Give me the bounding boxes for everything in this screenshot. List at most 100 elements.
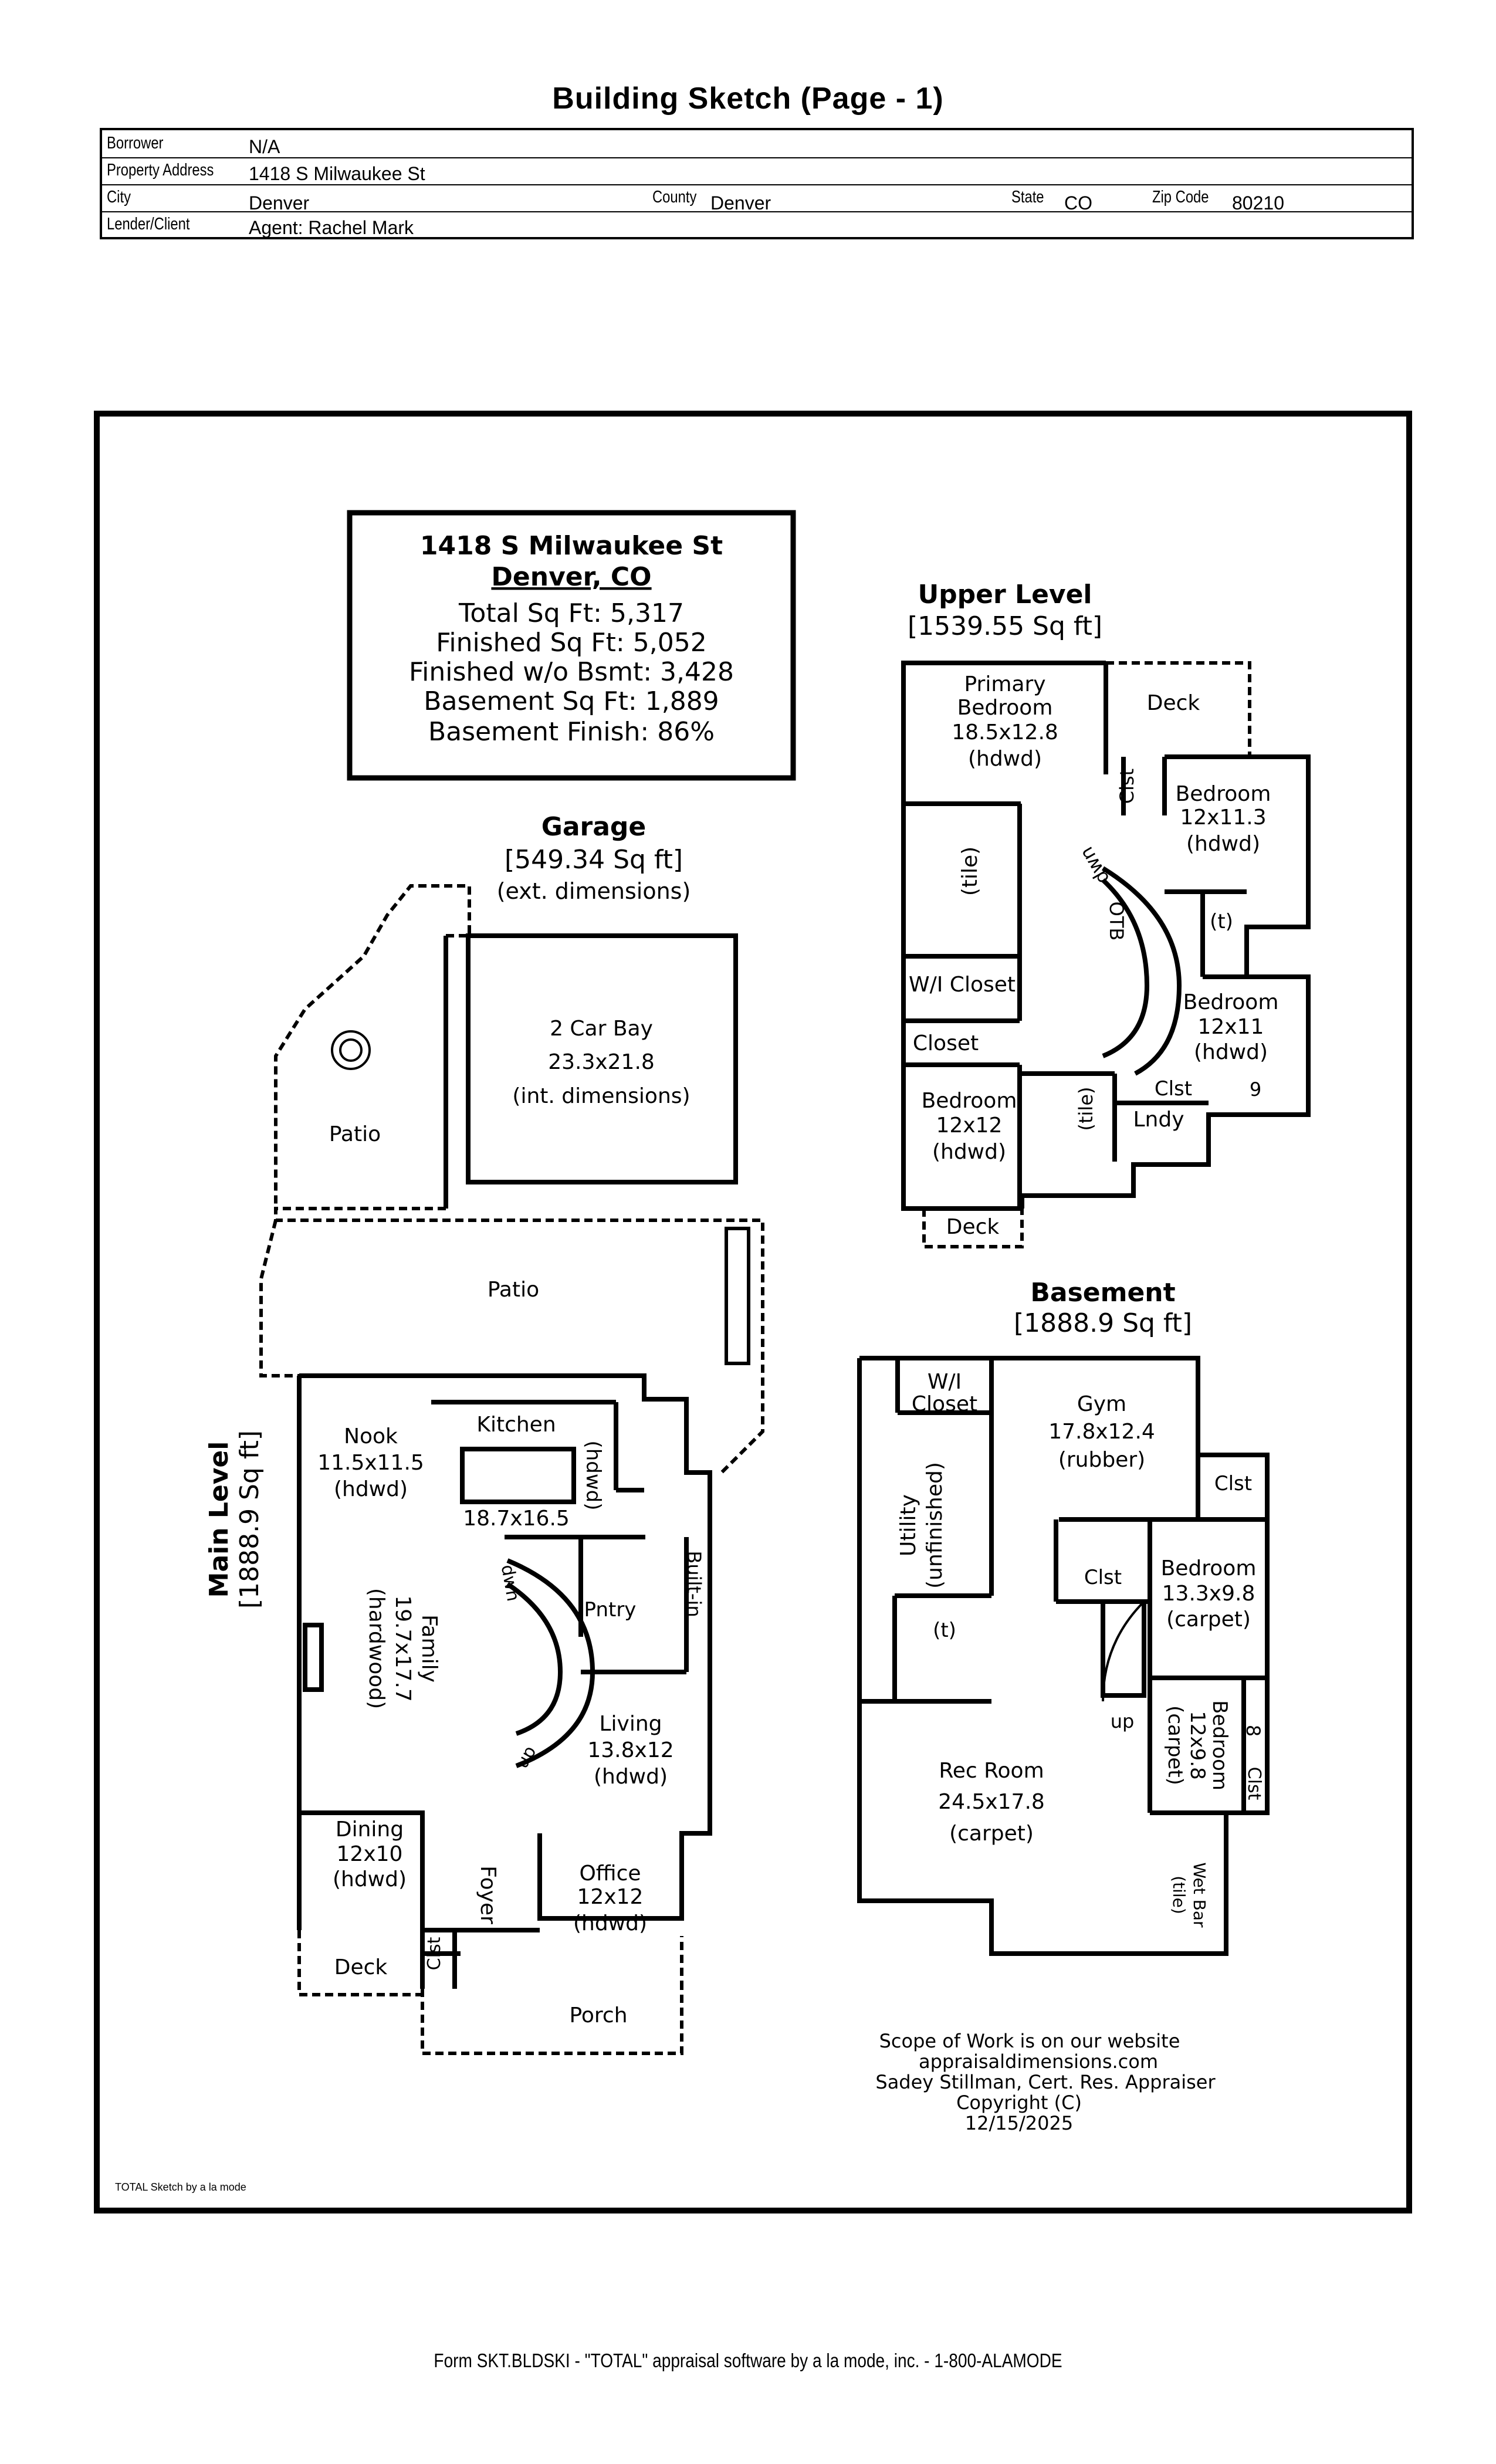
room-wi-closet-upper: W/I Closet	[909, 973, 1016, 997]
floor-plan-drawing: 1418 S Milwaukee St Denver, CO Total Sq …	[204, 510, 1311, 2134]
borrower-label: Borrower	[107, 134, 164, 153]
room-bedroom-u3-3: (hdwd)	[932, 1140, 1006, 1164]
room-office-2: 12x12	[577, 1885, 644, 1909]
room-tile-u2: (tile)	[1075, 1087, 1097, 1131]
summary-basement: Basement Sq Ft: 1,889	[424, 686, 719, 716]
dim-nine: 9	[1250, 1078, 1261, 1101]
garage-title: Garage	[541, 812, 647, 842]
city-value: Denver	[249, 192, 310, 214]
room-clst-b1: Clst	[1214, 1472, 1252, 1495]
room-family-2: 19.7x17.7	[391, 1595, 415, 1702]
room-kitchen-hdwd: (hdwd)	[581, 1440, 605, 1510]
row-borrower: Borrower N/A	[102, 130, 1412, 158]
upper-deck-dashed	[922, 661, 1251, 1248]
room-utility-2: (unfinished)	[923, 1462, 947, 1589]
room-porch: Porch	[569, 2003, 627, 2028]
main-level-title: Main Level	[204, 1441, 234, 1598]
zip-value: 80210	[1232, 192, 1284, 214]
room-car-bay-2: 23.3x21.8	[548, 1050, 655, 1074]
row-city: City Denver County Denver State CO Zip C…	[102, 184, 1412, 214]
room-bedroom-b2-2: 12x9.8	[1186, 1711, 1209, 1779]
scope-line-3: Sadey Stillman, Cert. Res. Appraiser	[875, 2071, 1216, 2093]
room-nook-3: (hdwd)	[334, 1477, 408, 1501]
room-wi-closet-b-2: Closet	[912, 1392, 977, 1416]
room-patio-1: Patio	[329, 1122, 381, 1146]
room-pntry: Pntry	[584, 1598, 637, 1622]
city-label: City	[107, 188, 131, 207]
row-address: Property Address 1418 S Milwaukee St	[102, 157, 1412, 185]
room-kitchen-2: 18.7x16.5	[463, 1507, 570, 1531]
room-rec-1: Rec Room	[939, 1759, 1044, 1783]
room-bedroom-u2-1: Bedroom	[1183, 990, 1279, 1014]
zip-label: Zip Code	[1152, 188, 1209, 207]
page-title: Building Sketch (Page - 1)	[552, 82, 944, 116]
room-primary-4: (hdwd)	[968, 747, 1042, 771]
room-lndy: Lndy	[1133, 1108, 1184, 1132]
state-label: State	[1011, 188, 1044, 207]
room-bedroom-b2-3: (carpet)	[1163, 1705, 1187, 1785]
room-wet-bar-1: Wet Bar	[1190, 1862, 1209, 1928]
room-living-3: (hdwd)	[594, 1765, 668, 1789]
upper-level-plan	[901, 661, 1311, 1211]
label-otb: OTB	[1105, 902, 1128, 941]
room-bedroom-u2-2: 12x11	[1198, 1015, 1264, 1039]
room-rec-3: (carpet)	[949, 1822, 1034, 1846]
upper-level-area: [1539.55 Sq ft]	[908, 611, 1102, 641]
summary-finished-wo: Finished w/o Bsmt: 3,428	[409, 657, 734, 687]
basement-area: [1888.9 Sq ft]	[1014, 1308, 1192, 1338]
room-tile-u1: (tile)	[958, 847, 982, 896]
summary-address: 1418 S Milwaukee St	[420, 531, 723, 561]
room-foyer: Foyer	[476, 1866, 500, 1924]
room-patio-2: Patio	[488, 1278, 539, 1302]
room-primary-2: Bedroom	[957, 696, 1053, 720]
scope-line-5: 12/15/2025	[965, 2112, 1073, 2134]
sketch-frame: 1418 S Milwaukee St Denver, CO Total Sq …	[94, 411, 1412, 2213]
garage-area: [549.34 Sq ft]	[505, 845, 683, 875]
room-family-3: (hardwood)	[364, 1588, 388, 1709]
room-bedroom-u3-2: 12x12	[936, 1113, 1003, 1138]
form-footer: Form SKT.BLDSKI - "TOTAL" appraisal soft…	[434, 2350, 1062, 2371]
basement-plan	[857, 1356, 1270, 1956]
bbq-counter	[725, 1227, 750, 1365]
room-gym-3: (rubber)	[1058, 1448, 1145, 1472]
county-value: Denver	[710, 192, 771, 214]
room-family-1: Family	[417, 1615, 441, 1683]
room-builtin: Built-in	[683, 1551, 705, 1617]
room-dining-3: (hdwd)	[333, 1867, 407, 1891]
summary-box	[347, 510, 796, 781]
room-bedroom-u1-1: Bedroom	[1176, 782, 1271, 806]
borrower-value: N/A	[249, 136, 280, 157]
upper-level-title: Upper Level	[918, 580, 1092, 610]
room-bedroom-u1-3: (hdwd)	[1186, 832, 1260, 856]
room-office-3: (hdwd)	[573, 1911, 647, 1935]
room-clst-main: Clst	[424, 1937, 445, 1970]
label-dwn-main: dwn	[497, 1563, 523, 1603]
room-wet-bar-2: (tile)	[1169, 1876, 1189, 1914]
room-nook-2: 11.5x11.5	[317, 1451, 424, 1475]
lender-label: Lender/Client	[107, 215, 190, 233]
room-dining-1: Dining	[336, 1817, 404, 1842]
room-car-bay-1: 2 Car Bay	[550, 1017, 653, 1041]
room-deck-upper: Deck	[1147, 691, 1200, 715]
scope-line-1: Scope of Work is on our website	[879, 2030, 1180, 2052]
header-table: Borrower N/A Property Address 1418 S Mil…	[100, 128, 1414, 239]
summary-finished: Finished Sq Ft: 5,052	[436, 628, 706, 658]
room-bedroom-b2-1: Bedroom	[1208, 1700, 1231, 1791]
room-clst-u1: Clst	[1116, 769, 1138, 804]
dim-eight: 8	[1242, 1725, 1264, 1737]
room-wi-closet-b-1: W/I	[928, 1370, 962, 1394]
room-office-1: Office	[579, 1861, 641, 1886]
label-up-main: up	[512, 1742, 540, 1772]
label-up-basement: up	[1111, 1710, 1135, 1732]
patio-dashed	[259, 884, 764, 1474]
summary-basement-finish: Basement Finish: 86%	[428, 717, 715, 747]
room-bedroom-u3-1: Bedroom	[922, 1089, 1017, 1113]
room-t-upper: (t)	[1210, 910, 1233, 933]
room-gym-1: Gym	[1077, 1392, 1126, 1416]
address-value: 1418 S Milwaukee St	[249, 163, 425, 184]
basement-title: Basement	[1030, 1278, 1175, 1308]
scope-line-4: Copyright (C)	[956, 2091, 1082, 2114]
room-deck-main: Deck	[334, 1955, 388, 1979]
fireplace	[331, 1030, 371, 1070]
room-car-bay-3: (int. dimensions)	[512, 1084, 690, 1108]
